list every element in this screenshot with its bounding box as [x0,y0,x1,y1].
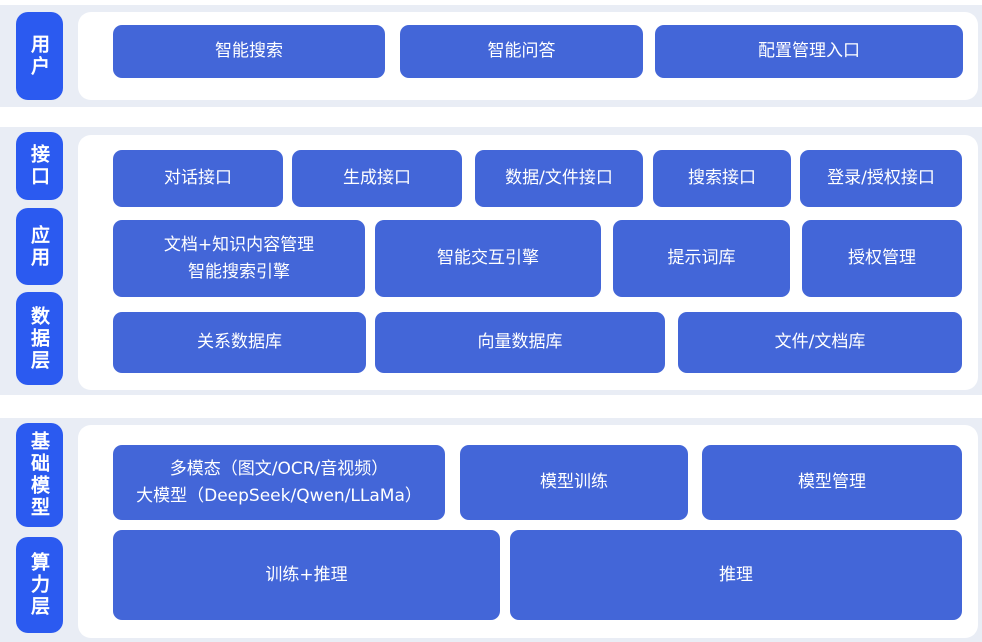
block-data-file-api: 数据/文件接口 [475,150,643,207]
block-model-management: 模型管理 [702,445,962,520]
block-dialog-api: 对话接口 [113,150,283,207]
layer-label-user: 用户 [16,12,63,100]
block-smart-qa: 智能问答 [400,25,643,78]
layer-label-foundation-model: 基础模型 [16,423,63,527]
layer-label-data: 数据层 [16,292,63,385]
block-file-doc-store: 文件/文档库 [678,312,962,373]
block-interaction-engine: 智能交互引擎 [375,220,601,297]
block-doc-knowledge-engine: 文档+知识内容管理 智能搜索引擎 [113,220,365,297]
block-inference: 推理 [510,530,962,620]
layer-label-application: 应用 [16,208,63,285]
block-training-inference: 训练+推理 [113,530,500,620]
block-config-entry: 配置管理入口 [655,25,963,78]
block-prompt-library: 提示词库 [613,220,790,297]
block-smart-search: 智能搜索 [113,25,385,78]
block-login-auth-api: 登录/授权接口 [800,150,962,207]
block-multimodal-llm: 多模态（图文/OCR/音视频） 大模型（DeepSeek/Qwen/LLaMa） [113,445,445,520]
block-search-api: 搜索接口 [653,150,791,207]
block-vector-db: 向量数据库 [375,312,665,373]
layer-label-interface: 接口 [16,132,63,200]
layer-label-compute: 算力层 [16,537,63,633]
block-auth-management: 授权管理 [802,220,962,297]
block-relational-db: 关系数据库 [113,312,366,373]
block-model-training: 模型训练 [460,445,688,520]
block-generation-api: 生成接口 [292,150,462,207]
